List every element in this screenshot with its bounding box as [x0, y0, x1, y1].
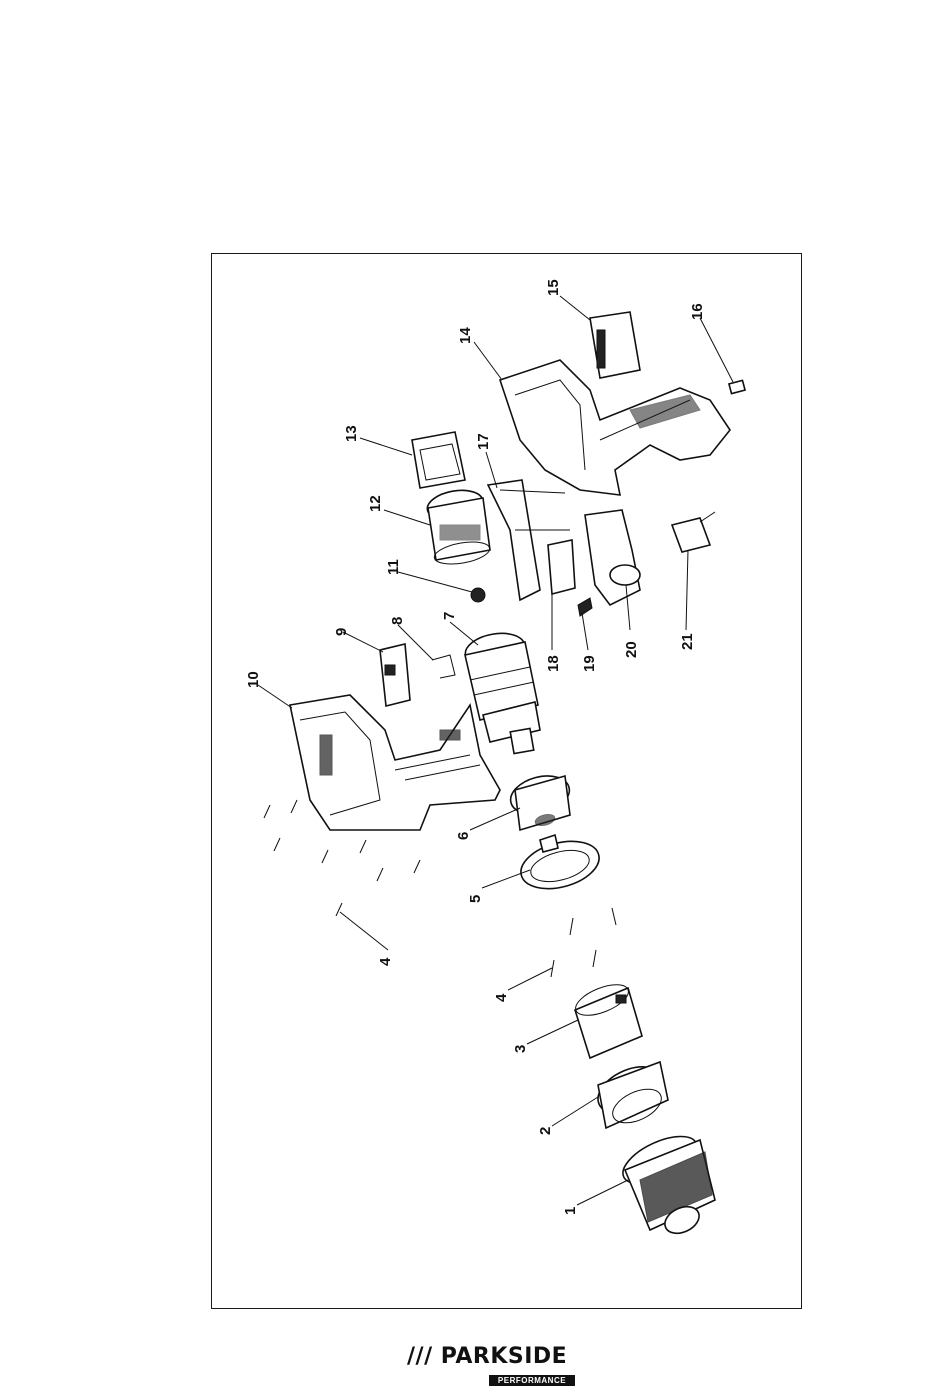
label-part-21: 21 — [679, 633, 696, 650]
part-small-gear — [471, 588, 485, 602]
label-part-4b: 4 — [377, 957, 394, 966]
part-small-plate — [729, 380, 745, 393]
part-motor — [425, 486, 491, 567]
label-part-13: 13 — [343, 425, 360, 442]
part-collar — [572, 978, 642, 1058]
part-bracket-ring — [516, 833, 605, 896]
label-part-17: 17 — [475, 433, 492, 450]
label-part-4a: 4 — [493, 993, 510, 1002]
part-ring — [591, 1058, 670, 1130]
label-part-3: 3 — [512, 1045, 529, 1053]
part-housing-half — [290, 695, 500, 830]
label-part-8: 8 — [389, 617, 406, 625]
label-part-5: 5 — [467, 895, 484, 903]
part-chuck — [616, 1127, 715, 1239]
label-part-20: 20 — [623, 641, 640, 658]
brand-subtitle: PERFORMANCE — [489, 1375, 575, 1386]
label-part-15: 15 — [545, 279, 562, 296]
part-housing-right — [500, 360, 730, 495]
part-small-piece — [578, 598, 592, 616]
part-bracket — [412, 432, 465, 488]
brand-name: /// PARKSIDE — [407, 1344, 567, 1369]
screws-lower — [551, 908, 616, 977]
label-part-6: 6 — [455, 832, 472, 840]
part-gear-ring — [506, 770, 573, 830]
part-clip — [432, 655, 455, 678]
part-switch-cover — [380, 644, 410, 706]
label-part-10: 10 — [245, 671, 262, 688]
label-part-7: 7 — [441, 612, 458, 620]
label-part-14: 14 — [457, 327, 474, 344]
label-part-18: 18 — [545, 655, 562, 672]
label-part-11: 11 — [385, 559, 402, 575]
label-part-19: 19 — [581, 655, 598, 672]
part-switch-assembly — [585, 510, 640, 605]
label-part-16: 16 — [689, 303, 706, 320]
part-badge — [590, 312, 640, 378]
brand-logo: /// PARKSIDE PERFORMANCE — [407, 1344, 577, 1386]
part-module — [548, 540, 575, 594]
label-part-2: 2 — [537, 1127, 554, 1135]
label-part-1: 1 — [562, 1207, 579, 1215]
label-part-9: 9 — [333, 628, 350, 636]
part-small-board — [672, 512, 715, 552]
label-part-12: 12 — [367, 495, 384, 512]
